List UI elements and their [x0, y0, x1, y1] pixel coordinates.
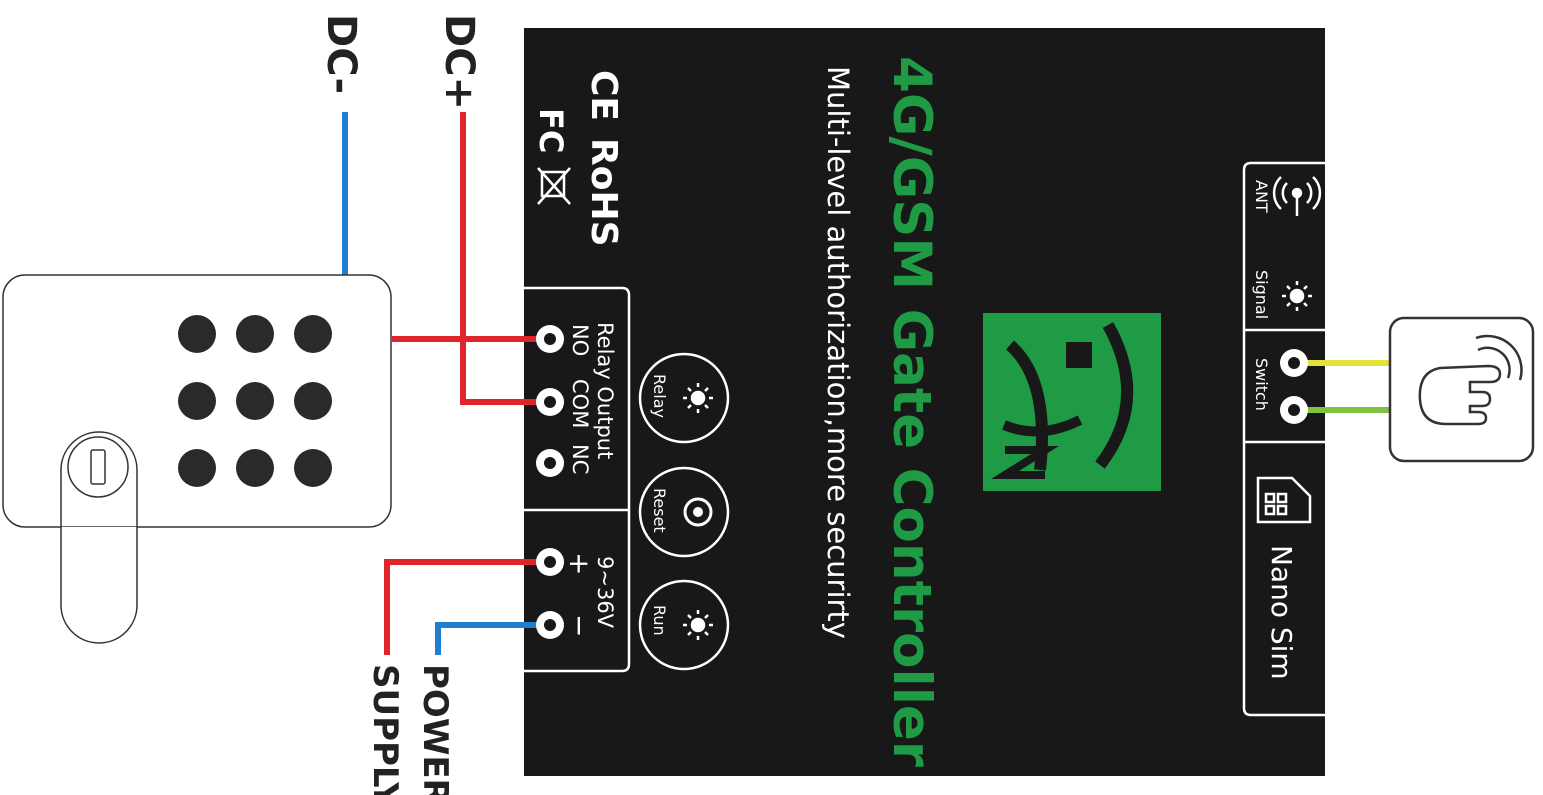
led-icon — [1282, 281, 1312, 311]
indicator-reset[interactable]: Reset — [638, 466, 730, 558]
supply-label: SUPPLY — [365, 664, 405, 795]
controller-title: 4G/GSM Gate Controller — [881, 56, 942, 767]
indicator-relay: Relay — [638, 352, 730, 444]
switch-label: Switch — [1252, 358, 1271, 411]
ce-mark: CE — [583, 70, 624, 121]
rohs-mark: RoHS — [583, 138, 624, 247]
dc-plus-label: DC+ — [436, 14, 482, 110]
nano-sim-label: Nano Sim — [1265, 545, 1298, 680]
minus-label: − — [563, 614, 596, 637]
controller-subtitle: Multi-level authorization,more securirty — [821, 66, 855, 639]
sim-card-icon — [1256, 476, 1312, 524]
wire-power-minus — [435, 622, 550, 655]
led-icon — [683, 383, 713, 413]
relay-output-label: Relay Output — [593, 322, 617, 459]
ant-label: ANT — [1252, 180, 1271, 213]
reset-indicator-label: Reset — [650, 488, 669, 533]
terminal-com-label: COM — [568, 379, 592, 428]
voltage-label: 9~36V — [593, 556, 617, 629]
push-button-hand-icon[interactable] — [1388, 316, 1535, 463]
controller-board — [524, 28, 1325, 776]
indicator-run: Run — [638, 579, 730, 671]
power-input-block: 9~36V + − — [524, 510, 631, 673]
relay-output-block: Relay Output NO COM NC — [524, 286, 631, 512]
right-panel — [1242, 161, 1325, 717]
weee-bin-icon — [537, 167, 571, 205]
plus-label: + — [563, 552, 596, 575]
wires — [342, 112, 1390, 655]
signal-label: Signal — [1252, 270, 1271, 319]
keypad-lock-icon — [2, 274, 392, 644]
dc-minus-label: DC- — [318, 14, 364, 94]
logo-icon — [983, 313, 1161, 491]
fc-mark: FC — [532, 108, 570, 153]
wire-dc-plus — [460, 112, 550, 405]
terminal-no-label: NO — [568, 324, 592, 356]
reset-button[interactable] — [683, 497, 713, 527]
led-icon — [683, 610, 713, 640]
relay-indicator-label: Relay — [650, 374, 669, 418]
run-indicator-label: Run — [650, 605, 669, 636]
wire-power-plus — [384, 559, 550, 655]
terminal-nc-label: NC — [568, 444, 592, 474]
antenna-icon — [1272, 176, 1322, 216]
power-label: POWER — [415, 664, 455, 795]
